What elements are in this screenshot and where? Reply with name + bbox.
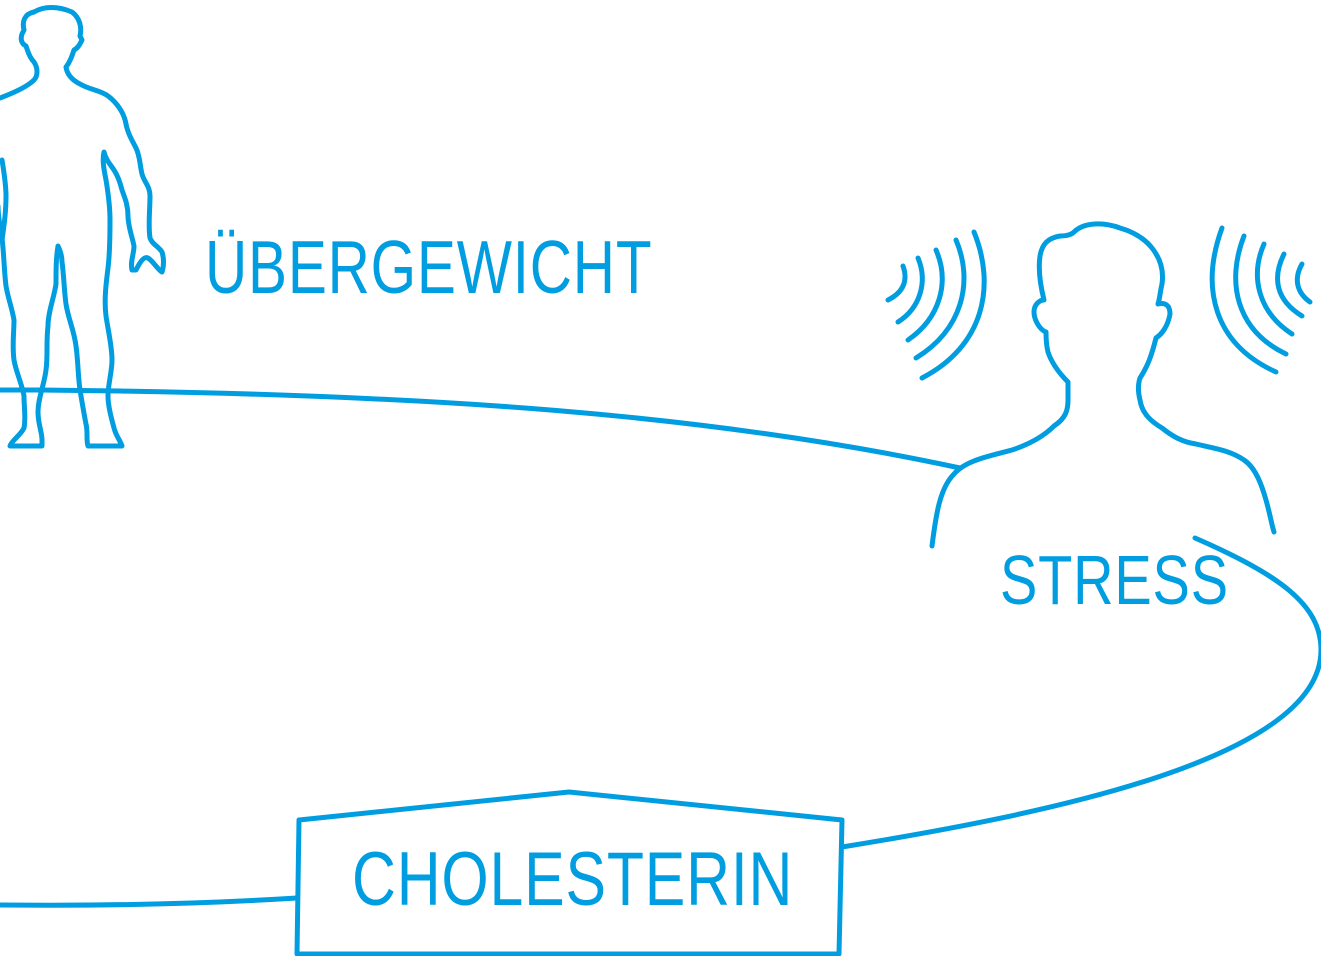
stressed-person-icon: [929, 221, 1277, 549]
connector-left-cholesterol: [0, 895, 300, 908]
house-box-icon: [294, 789, 845, 956]
connector-overweight-stress: [0, 387, 963, 471]
connector-stress-cholesterol: [839, 535, 1321, 850]
human-body-icon: [0, 5, 166, 449]
node-label-stress: STRESS: [1000, 541, 1229, 619]
node-label-overweight: ÜBERGEWICHT: [205, 225, 653, 309]
stress-waves-right-icon: [1209, 225, 1313, 375]
stress-waves-left-icon: [885, 229, 987, 381]
node-label-cholesterol: CHOLESTERIN: [352, 837, 794, 922]
